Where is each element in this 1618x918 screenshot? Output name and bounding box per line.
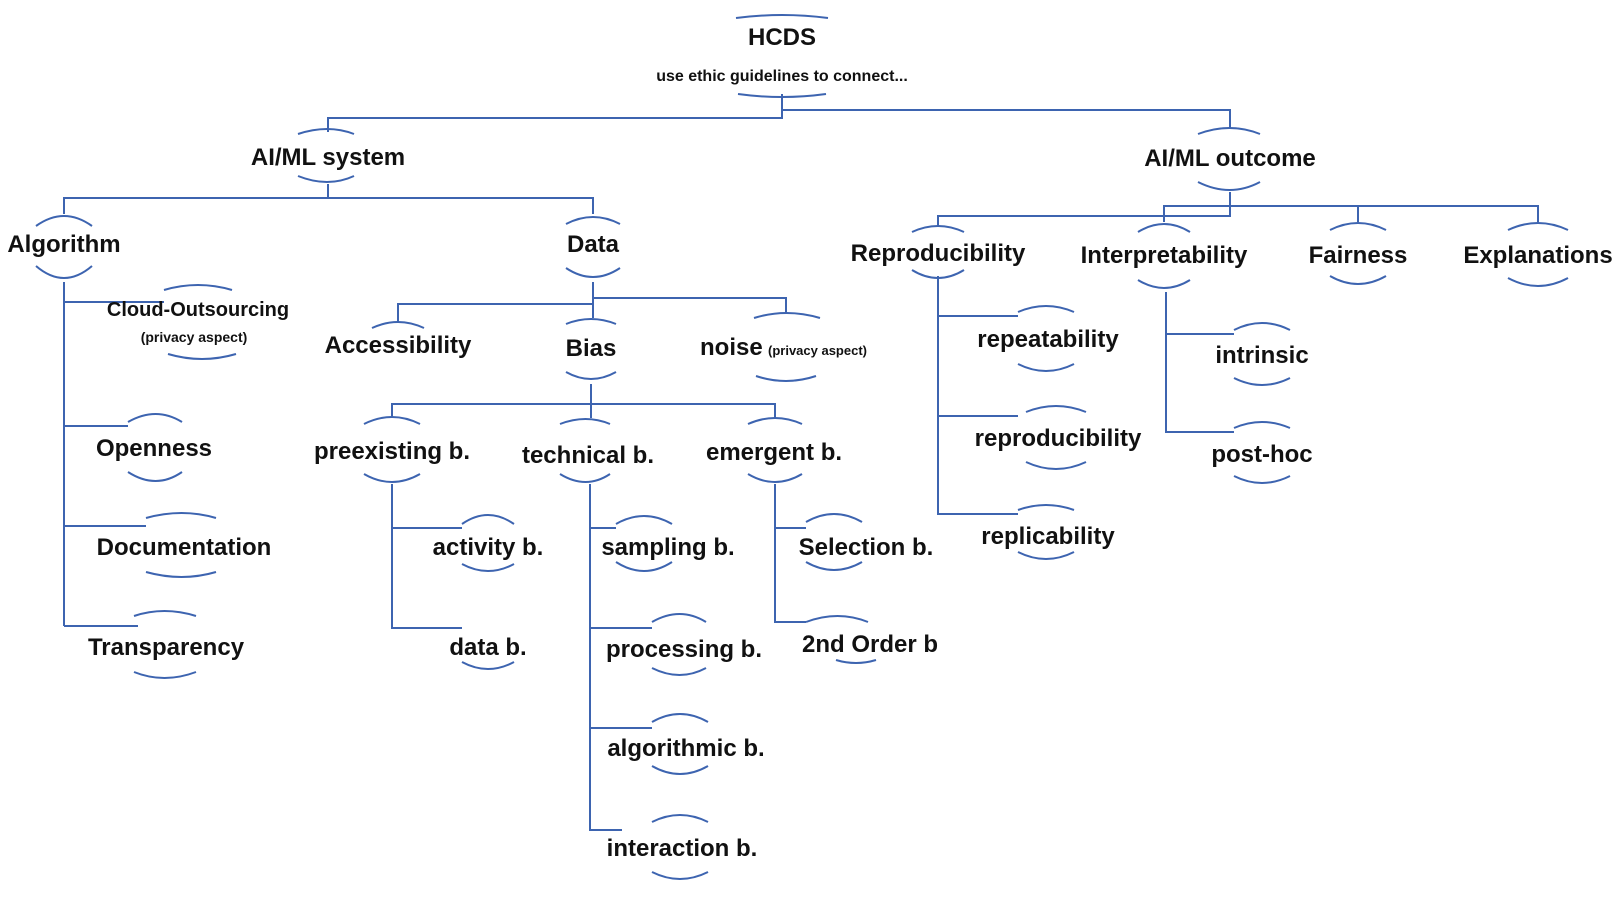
root-subtitle: use ethic guidelines to connect... [656, 68, 908, 85]
node-openness: Openness [96, 435, 212, 462]
node-noise-privacy-note: (privacy aspect) [768, 343, 867, 358]
node-documentation: Documentation [97, 534, 272, 561]
node-ai-ml-outcome: AI/ML outcome [1144, 145, 1316, 172]
node-second-order-bias: 2nd Order b [802, 631, 938, 658]
node-replicability: replicability [981, 523, 1115, 550]
node-data-bias: data b. [449, 634, 526, 661]
node-fairness: Fairness [1309, 242, 1408, 269]
root-title: HCDS [748, 24, 816, 51]
node-transparency: Transparency [88, 634, 245, 661]
node-labels: HCDS use ethic guidelines to connect... … [7, 24, 1612, 862]
connector-lines [63, 94, 1539, 831]
node-accessibility: Accessibility [325, 332, 472, 359]
node-arcs [35, 14, 1569, 880]
node-data: Data [567, 231, 620, 258]
node-processing-bias: processing b. [606, 636, 762, 663]
node-algorithmic-bias: algorithmic b. [607, 735, 764, 762]
node-post-hoc: post-hoc [1211, 441, 1312, 468]
node-ai-ml-system: AI/ML system [251, 144, 405, 171]
node-interaction-bias: interaction b. [607, 835, 758, 862]
node-algorithm: Algorithm [7, 231, 120, 258]
node-intrinsic: intrinsic [1215, 342, 1308, 369]
node-cloud-outsourcing: Cloud-Outsourcing [107, 299, 289, 321]
node-explanations: Explanations [1463, 242, 1612, 269]
node-repeatability: repeatability [977, 326, 1119, 353]
node-preexisting-bias: preexisting b. [314, 438, 470, 465]
node-reproducibility: Reproducibility [851, 240, 1026, 267]
node-reproducibility-child: reproducibility [975, 425, 1142, 452]
node-sampling-bias: sampling b. [601, 534, 734, 561]
node-bias: Bias [566, 335, 617, 362]
node-activity-bias: activity b. [433, 534, 544, 561]
node-selection-bias: Selection b. [799, 534, 934, 561]
node-emergent-bias: emergent b. [706, 439, 842, 466]
node-technical-bias: technical b. [522, 442, 654, 469]
node-interpretability: Interpretability [1081, 242, 1248, 269]
node-cloud-privacy-note: (privacy aspect) [141, 329, 248, 345]
node-noise: noise [700, 334, 763, 361]
